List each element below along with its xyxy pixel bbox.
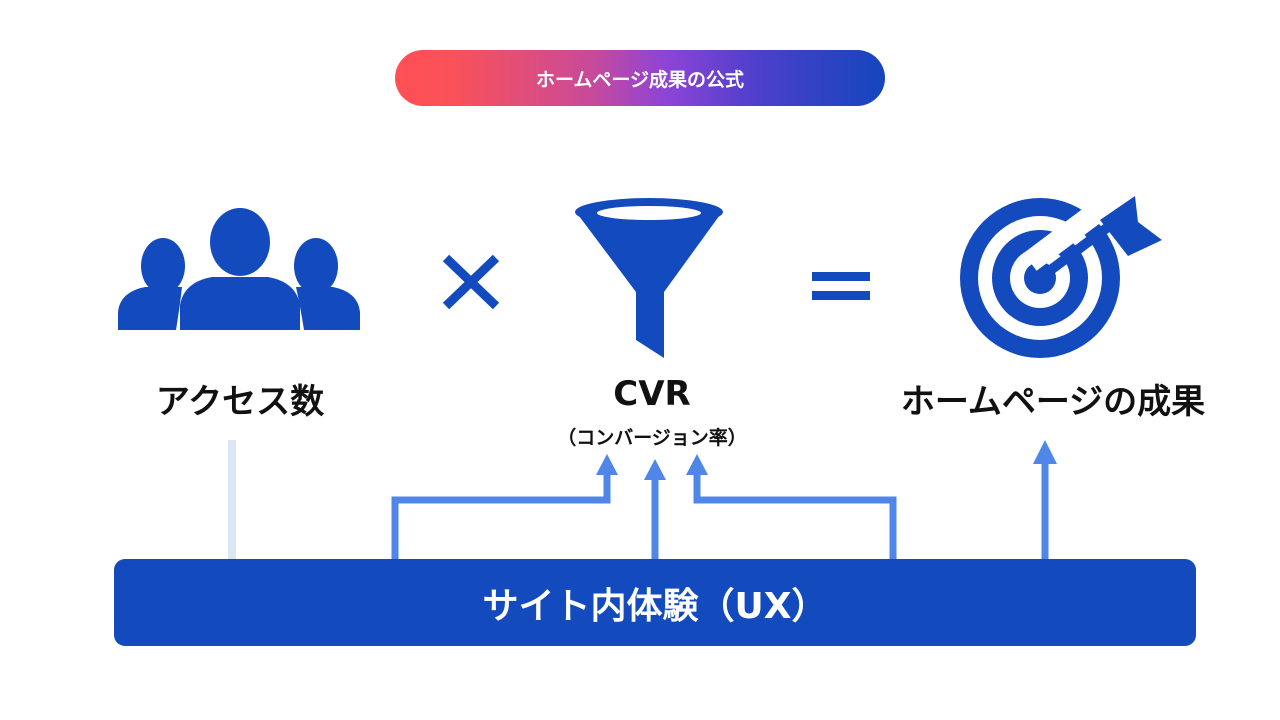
site-ux-bar: サイト内体験（UX）: [114, 559, 1196, 646]
cvr-sublabel: （コンバージョン率）: [557, 427, 747, 449]
formula-title-badge: ホームページ成果の公式: [395, 50, 885, 106]
multiply-icon: [442, 254, 500, 310]
equals-icon: [812, 272, 870, 300]
access-count-label: アクセス数: [155, 382, 325, 422]
people-icon: [118, 208, 360, 330]
cvr-label: CVR: [613, 374, 691, 414]
homepage-result-label: ホームページの成果: [900, 382, 1206, 422]
target-icon: [960, 187, 1162, 358]
arrowheads: [596, 440, 1057, 480]
funnel-icon: [575, 198, 723, 358]
arrows-to-cvr: [391, 460, 1049, 560]
